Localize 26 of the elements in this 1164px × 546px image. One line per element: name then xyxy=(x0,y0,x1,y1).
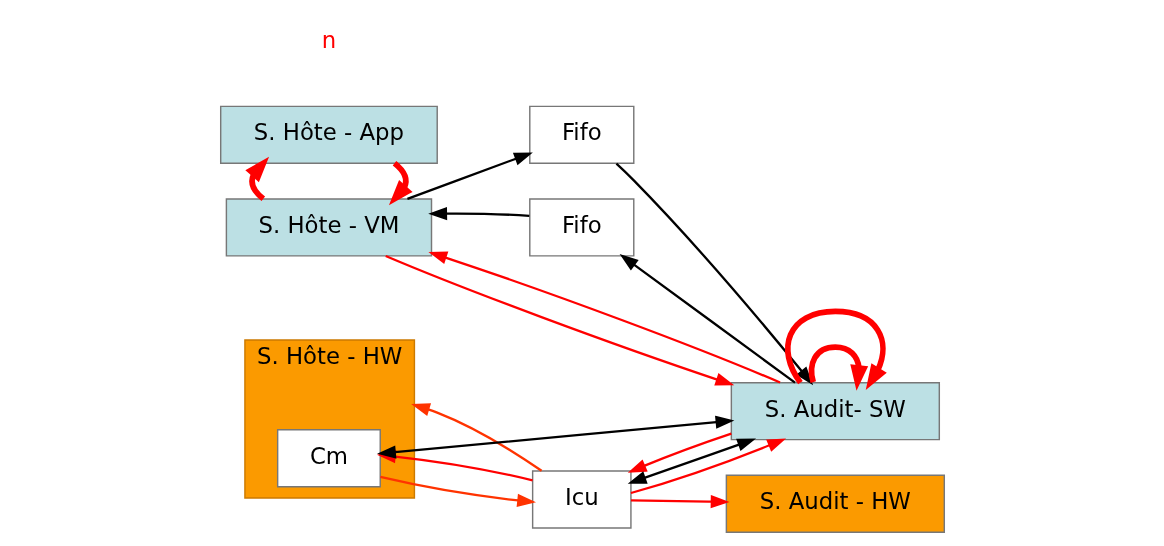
arrow xyxy=(379,475,536,507)
arrow xyxy=(410,403,542,472)
label: n xyxy=(321,26,336,53)
arrow xyxy=(615,162,813,386)
node-box: S. Audit - HW xyxy=(725,474,945,533)
arrow xyxy=(406,152,533,200)
arrow xyxy=(244,156,269,202)
node-box: S. Hôte - App xyxy=(219,105,438,165)
node-box: Cm xyxy=(276,429,381,488)
arrow xyxy=(619,254,796,384)
node-box: S. Hôte - VM xyxy=(225,198,432,257)
arrow xyxy=(627,432,732,473)
arrow xyxy=(427,251,781,384)
node-box: Fifo xyxy=(528,198,634,257)
arrow xyxy=(630,495,730,509)
arrow xyxy=(630,438,786,495)
node-box: S. Audit- SW xyxy=(730,381,940,441)
node-box: Fifo xyxy=(528,105,634,165)
node-box: Icu xyxy=(531,470,632,529)
arrow xyxy=(784,308,887,390)
arrow xyxy=(376,415,734,459)
arrow xyxy=(808,344,868,391)
arrow xyxy=(388,161,413,206)
arrow xyxy=(427,206,529,221)
arrow xyxy=(384,254,734,386)
arrow xyxy=(627,438,756,484)
